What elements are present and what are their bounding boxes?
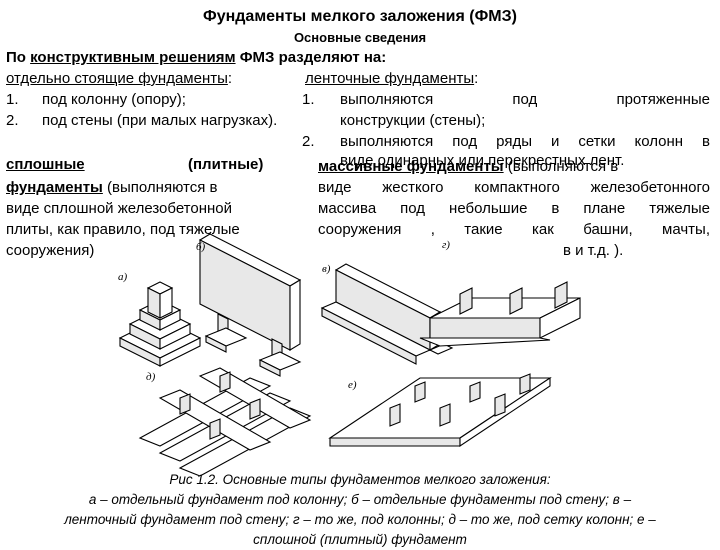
solid-line-4: сооружения) [6, 242, 95, 259]
right-item-2-line2: виде одинарных или перекрестных лент. [340, 152, 625, 169]
solid-line-underlined: фундаменты [6, 179, 103, 196]
left-item-2: 2. под стены (при малых нагрузках). [6, 112, 277, 130]
massive-line-1: виде жесткого компактного железобетонног… [318, 179, 710, 196]
figure-b-wall-footings [198, 233, 302, 377]
foundations-figure: а) б) в) г) [118, 233, 581, 476]
left-item-num: 1. [6, 91, 19, 108]
intro-line: По конструктивным решениям ФМЗ разделяют… [6, 49, 386, 67]
figure-label-v: в) [322, 263, 331, 275]
left-heading: отдельно стоящие фундаменты: [6, 70, 232, 88]
massive-line-3: сооружения , такие как башни, мачты, [318, 221, 710, 238]
massive-heading-tail: (выполняются в [503, 158, 619, 175]
page-subtitle: Основные сведения [293, 30, 427, 45]
figure-label-d: д) [146, 371, 156, 383]
figure-g-column-strip [419, 281, 581, 347]
massive-line-2: массива под небольшие в плане тяжелые [318, 200, 710, 217]
right-item-2-num: 2. [302, 133, 315, 150]
left-heading-text: отдельно стоящие фундаменты [6, 70, 228, 87]
massive-heading-text: массивные фундаменты [318, 158, 504, 175]
figure-v-strip-footing [320, 263, 454, 365]
left-item-text: под стены (при малых нагрузках). [42, 112, 278, 129]
figure-a-column-footing [118, 281, 202, 367]
right-heading-colon: : [474, 70, 479, 87]
left-item-1: 1. под колонну (опору); [6, 91, 186, 109]
intro-emphasis: конструктивным решениям [30, 49, 236, 66]
solid-heading-1: сплошные [6, 156, 85, 173]
massive-heading: массивные фундаменты (выполняются в [318, 158, 618, 176]
right-item-1-line1: выполняются под протяженные [340, 91, 710, 108]
right-heading-text: ленточные фундаменты [305, 70, 475, 87]
left-heading-colon: : [227, 70, 233, 87]
figure-caption-line: а – отдельный фундамент под колонну; б –… [88, 492, 632, 507]
figure-d-column-grid [138, 367, 312, 476]
solid-heading-2: (плитные) [188, 156, 264, 173]
solid-line-1: фундаменты (выполняются в [6, 179, 217, 197]
right-item-1-num: 1. [302, 91, 315, 108]
right-item-1-line2: конструкции (стены); [340, 112, 486, 129]
figure-label-e: е) [348, 379, 357, 391]
figure-label-b: б) [196, 241, 206, 253]
figure-caption-line: ленточный фундамент под стену; г – то же… [64, 512, 656, 527]
solid-line-3: плиты, как правило, под тяжелые [6, 221, 240, 238]
page-title: Фундаменты мелкого заложения (ФМЗ) [203, 8, 517, 25]
intro-prefix: По [6, 49, 31, 66]
massive-line-4: в и т.д. ). [563, 242, 624, 259]
solid-line-rest: (выполняются в [102, 179, 218, 196]
figure-caption-line: сплошной (плитный) фундамент [253, 532, 467, 547]
figure-e-slab-foundation [328, 373, 552, 448]
figure-caption-title: Рис 1.2. Основные типы фундаментов мелко… [169, 472, 551, 487]
figure-label-a: а) [118, 271, 128, 283]
right-item-2-line1: выполняются под ряды и сетки колонн в [340, 133, 710, 150]
solid-line-2: виде сплошной железобетонной [6, 200, 232, 217]
left-item-num: 2. [6, 112, 19, 129]
left-item-text: под колонну (опору); [42, 91, 186, 108]
intro-suffix: ФМЗ разделяют на: [235, 49, 387, 66]
figure-label-g: г) [442, 239, 450, 251]
right-heading: ленточные фундаменты: [305, 70, 478, 88]
